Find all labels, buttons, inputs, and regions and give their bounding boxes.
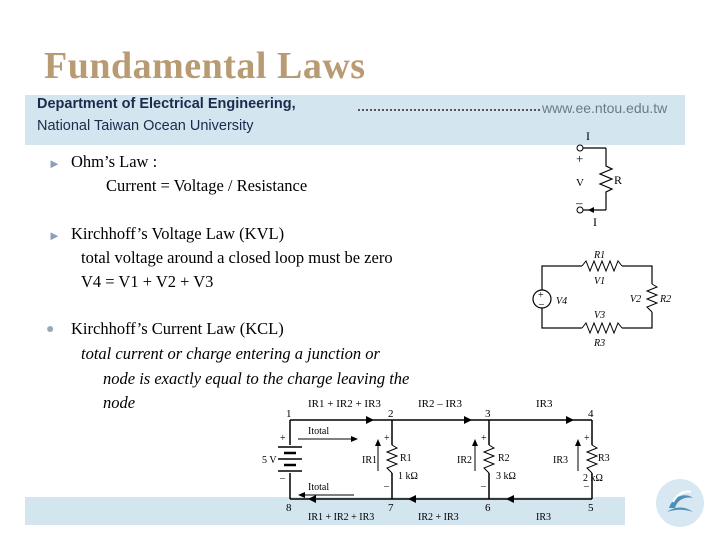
kcl-circuit-diagram: IR1 + IR2 + IR3 IR2 – IR3 IR3 1 2 3 4 It… [262, 398, 610, 523]
kcl-node-5: 5 [588, 502, 594, 514]
arrow-icon [408, 495, 416, 503]
terminal-icon [576, 206, 584, 214]
svg-text:–: – [538, 299, 545, 310]
arrow-icon [375, 439, 381, 446]
terminal-icon [576, 144, 584, 152]
svg-text:+: + [280, 433, 286, 444]
kcl-resistor-1: R1 [400, 453, 412, 464]
kcl-node-4: 4 [588, 408, 594, 420]
kvl-r2-label: R2 [659, 294, 671, 305]
bullet-arrow-icon: ► [48, 156, 61, 171]
voltage-source-icon [532, 289, 552, 309]
university-label: National Taiwan Ocean University [37, 118, 254, 134]
kvl-r1-label: R1 [593, 250, 605, 261]
kcl-itotal-top: Itotal [308, 426, 329, 437]
svg-text:–: – [583, 481, 590, 492]
ohm-law-text: Current = Voltage / Resistance [106, 176, 308, 195]
kcl-top-current-1: IR1 + IR2 + IR3 [308, 398, 381, 410]
kvl-v2-label: V2 [630, 294, 641, 305]
kcl-value-1: 1 kΩ [398, 471, 418, 482]
svg-text:+: + [481, 433, 487, 444]
ohm-current-label: I [586, 129, 590, 143]
arrow-icon [472, 439, 478, 446]
kvl-equation: V4 = V1 + V2 + V3 [81, 272, 214, 291]
footer-band [25, 497, 625, 525]
arrow-icon [464, 416, 472, 424]
kcl-node-2: 2 [388, 408, 394, 420]
website-url: www.ee.ntou.edu.tw [542, 100, 668, 116]
kcl-top-current-2: IR2 – IR3 [418, 398, 463, 410]
kvl-r3-label: R3 [593, 338, 605, 349]
kvl-v4-label: V4 [556, 296, 567, 307]
kcl-branch-current-2: IR2 [457, 455, 472, 466]
university-logo-icon [656, 479, 704, 527]
arrow-icon [366, 416, 374, 424]
kcl-node-8: 8 [286, 502, 292, 514]
bullet-dot-icon: ● [46, 322, 55, 337]
header-band [25, 95, 685, 145]
ohm-circuit-diagram: I + V R – I [575, 129, 622, 228]
kcl-node-7: 7 [388, 502, 394, 514]
arrow-icon [566, 416, 574, 424]
kcl-text-line-3: node [103, 393, 136, 412]
page-title: Fundamental Laws [44, 45, 366, 87]
dotted-divider [358, 109, 540, 111]
bullet-arrow-icon: ► [48, 228, 61, 243]
kcl-heading: Kirchhoff’s Current Law (KCL) [71, 319, 284, 338]
kcl-value-2: 3 kΩ [496, 471, 516, 482]
resistor-icon [585, 444, 599, 474]
arrow-icon [308, 495, 316, 503]
svg-text:–: – [279, 473, 286, 484]
svg-text:+: + [538, 290, 544, 301]
kcl-node-3: 3 [485, 408, 491, 420]
resistor-icon [482, 444, 496, 474]
arrow-icon [351, 436, 358, 442]
svg-text:+: + [384, 433, 390, 444]
arrow-icon [298, 492, 305, 498]
ohm-current-return-label: I [593, 215, 597, 228]
kcl-text-line-2: node is exactly equal to the charge leav… [103, 369, 410, 388]
kcl-bottom-current-3: IR3 [536, 512, 551, 523]
resistor-icon [598, 148, 614, 210]
arrow-icon [575, 439, 581, 446]
kvl-v1-label: V1 [594, 276, 605, 287]
kcl-text-line-1: total current or charge entering a junct… [81, 344, 380, 363]
kvl-v3-label: V3 [594, 310, 605, 321]
kvl-circuit-diagram: R1 V1 R2 V2 V3 R3 + – V4 [532, 250, 671, 349]
resistor-icon [645, 283, 659, 313]
kcl-top-current-3: IR3 [536, 398, 553, 410]
ohm-law-heading: Ohm’s Law : [71, 152, 158, 171]
kcl-resistor-2: R2 [498, 453, 510, 464]
ohm-plus-label: + [576, 151, 583, 166]
kvl-heading: Kirchhoff’s Voltage Law (KVL) [71, 224, 285, 243]
kcl-node-1: 1 [286, 408, 292, 420]
kcl-itotal-bottom: Itotal [308, 482, 329, 493]
svg-text:+: + [584, 433, 590, 444]
kcl-bottom-current-1: IR1 + IR2 + IR3 [308, 512, 374, 523]
kcl-value-3: 2 kΩ [583, 473, 603, 484]
department-label: Department of Electrical Engineering, [37, 96, 296, 112]
kcl-source-label: 5 V [262, 455, 277, 466]
kcl-resistor-3: R3 [598, 453, 610, 464]
arrow-icon [506, 495, 514, 503]
resistor-icon [581, 321, 623, 335]
ohm-voltage-label: V [576, 177, 584, 189]
kcl-branch-current-3: IR3 [553, 455, 568, 466]
svg-text:–: – [383, 481, 390, 492]
kcl-branch-current-1: IR1 [362, 455, 377, 466]
kvl-text: total voltage around a closed loop must … [81, 248, 393, 267]
kcl-bottom-current-2: IR2 + IR3 [418, 512, 459, 523]
svg-text:–: – [480, 481, 487, 492]
ohm-minus-label: – [575, 195, 583, 210]
resistor-icon [581, 259, 623, 273]
resistor-icon [385, 444, 399, 474]
arrow-icon [588, 207, 594, 213]
kcl-node-6: 6 [485, 502, 491, 514]
ohm-resistor-label: R [614, 173, 622, 187]
